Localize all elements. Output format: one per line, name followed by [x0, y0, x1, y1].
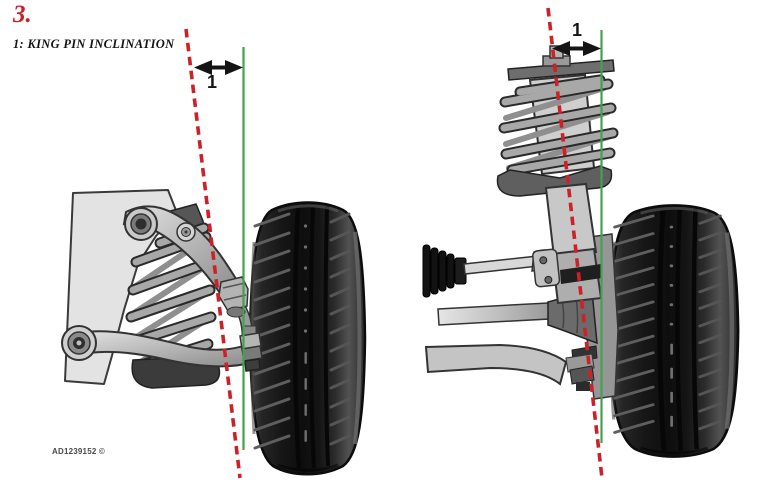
- dimension-arrow: [552, 41, 601, 56]
- reference-code: AD1239152 ©: [52, 447, 106, 456]
- right-lower-control-arm: [424, 343, 598, 391]
- king-pin-axis-line: [546, 7, 604, 479]
- upper-ball-joint: [218, 276, 249, 318]
- figure-caption: 1: KING PIN INCLINATION: [13, 37, 175, 51]
- frame-bolt: [176, 222, 196, 242]
- right-dimension-label: 1: [571, 20, 582, 40]
- king-pin-axis-line: [184, 28, 242, 479]
- dimension-arrow: [194, 60, 243, 75]
- lower-bushing: [61, 325, 97, 361]
- left-dimension-label: 1: [206, 72, 217, 92]
- hub-dark-band: [560, 264, 602, 284]
- left-tire: [250, 203, 365, 475]
- figure-number: 3.: [13, 1, 32, 28]
- steering-rack-boot: [422, 244, 467, 298]
- macpherson-strut-diagram: [422, 7, 738, 479]
- strut-clamp-bracket: [532, 248, 561, 288]
- strut-top-plate: [507, 59, 615, 81]
- right-tire: [609, 205, 738, 456]
- double-wishbone-diagram: [61, 28, 365, 479]
- upper-bushing: [124, 207, 158, 241]
- lower-ball-joint: [239, 325, 263, 372]
